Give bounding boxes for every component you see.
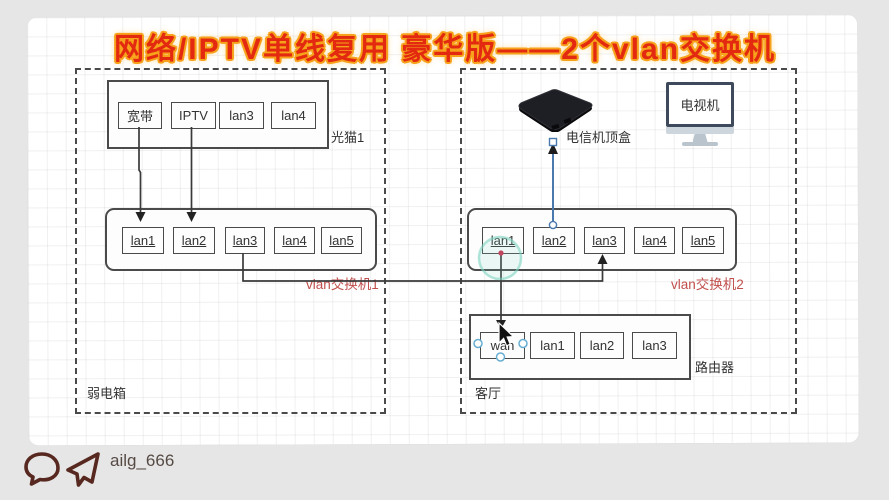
watermark-text: ailg_666 [110, 451, 175, 470]
modem-box[interactable]: 宽带 IPTV lan3 lan4 [107, 80, 329, 149]
tv-screen-label: 电视机 [669, 85, 731, 124]
watermark: ailg_666 [22, 450, 174, 492]
zone-weak-box-label: 弱电箱 [87, 386, 127, 401]
switch1-port-lan3[interactable]: lan3 [225, 227, 265, 254]
switch1-port-lan4[interactable]: lan4 [274, 227, 315, 254]
modem-port-broadband[interactable]: 宽带 [118, 102, 162, 129]
modem-label: 光猫1 [331, 130, 365, 145]
zone-weak-box[interactable] [75, 68, 386, 414]
router-port-lan2[interactable]: lan2 [580, 332, 624, 359]
modem-port-iptv[interactable]: IPTV [171, 102, 216, 129]
switch2-port-lan5[interactable]: lan5 [682, 227, 724, 254]
router-box[interactable]: wan lan1 lan2 lan3 [469, 314, 691, 380]
switch2-box[interactable]: lan1 lan2 lan3 lan4 lan5 [467, 208, 737, 271]
zone-living-room-label: 客厅 [475, 386, 502, 401]
router-port-wan[interactable]: wan [480, 332, 525, 359]
switch2-port-lan2[interactable]: lan2 [533, 227, 575, 254]
switch2-port-lan4[interactable]: lan4 [634, 227, 675, 254]
tv-bezel [666, 127, 734, 134]
stb-label: 电信机顶盒 [566, 130, 632, 145]
set-top-box-icon[interactable] [508, 84, 602, 137]
switch1-port-lan5[interactable]: lan5 [321, 227, 362, 254]
switch2-label: vlan交换机2 [671, 277, 744, 292]
router-port-lan1[interactable]: lan1 [530, 332, 575, 359]
tv-frame: 电视机 [666, 82, 734, 127]
page-title: 网络/IPTV单线复用 豪华版——2个vlan交换机 [113, 33, 777, 66]
tv-stand-neck [692, 134, 708, 142]
switch1-box[interactable]: lan1 lan2 lan3 lan4 lan5 [105, 208, 377, 271]
switch1-port-lan1[interactable]: lan1 [122, 227, 164, 254]
tv-icon[interactable]: 电视机 [666, 82, 734, 146]
switch1-label: vlan交换机1 [306, 277, 379, 292]
modem-port-lan3[interactable]: lan3 [219, 102, 264, 129]
switch1-port-lan2[interactable]: lan2 [173, 227, 215, 254]
paper-plane-icon [66, 452, 100, 487]
chat-bubble-icon [24, 452, 60, 486]
router-port-lan3[interactable]: lan3 [632, 332, 677, 359]
router-label: 路由器 [695, 360, 735, 375]
watermark-icons [24, 452, 100, 487]
switch2-port-lan1[interactable]: lan1 [482, 227, 524, 254]
tv-stand-base [682, 142, 718, 146]
switch2-port-lan3[interactable]: lan3 [584, 227, 625, 254]
modem-port-lan4[interactable]: lan4 [271, 102, 316, 129]
zone-living-room[interactable] [460, 68, 797, 414]
